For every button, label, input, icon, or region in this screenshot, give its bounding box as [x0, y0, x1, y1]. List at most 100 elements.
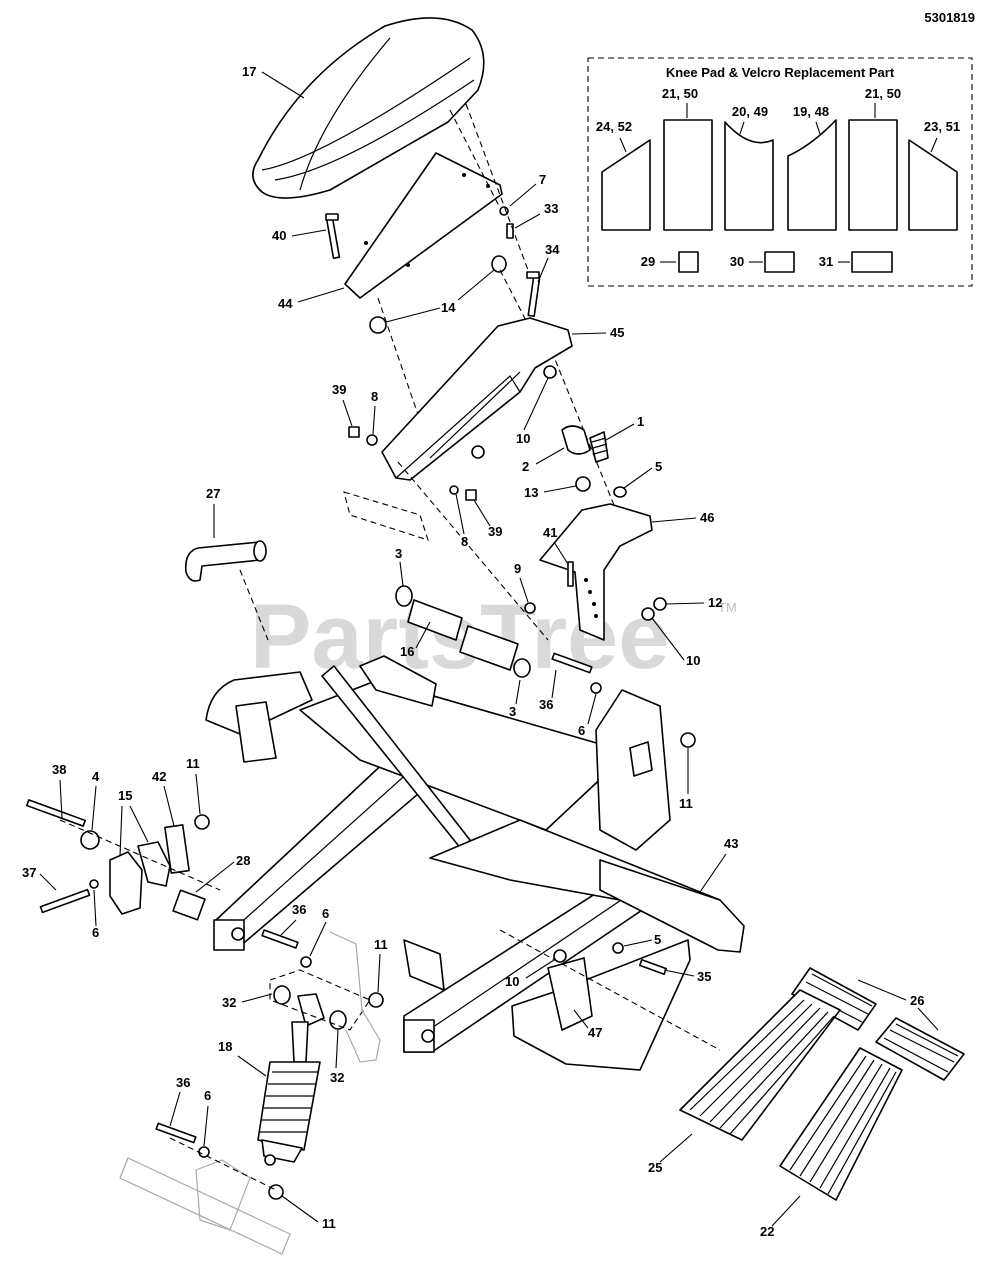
callout-3-upper: 3: [395, 546, 402, 561]
callout-36-lower: 36: [176, 1075, 190, 1090]
washer-6-mid: [300, 956, 312, 968]
nut-9: [524, 602, 536, 614]
upper-bracket: [381, 317, 573, 481]
bolt-41: [567, 561, 574, 587]
shock-absorber: [257, 1021, 321, 1166]
callout-11-right: 11: [679, 796, 693, 811]
callout-42: 42: [152, 769, 166, 784]
screw-39-upper: [348, 426, 360, 438]
callout-12: 12: [708, 595, 722, 610]
bolt-38: [25, 799, 87, 827]
callout-13: 13: [524, 485, 538, 500]
callout-45: 45: [610, 325, 624, 340]
callout-36-mid: 36: [292, 902, 306, 917]
callout-40: 40: [272, 228, 286, 243]
washer-6-left: [89, 879, 99, 889]
seat-mounting-plate: [344, 152, 503, 299]
callout-11-lower: 11: [322, 1216, 336, 1231]
callout-39-lower: 39: [488, 524, 502, 539]
pad-label-20-49: 20, 49: [732, 104, 768, 119]
bushing-13: [575, 476, 591, 492]
tube-16: [407, 599, 519, 671]
part-29-shape: [678, 251, 699, 273]
callout-25: 25: [648, 1160, 662, 1175]
callout-17: 17: [242, 64, 256, 79]
pad-shape-21-50-a: [663, 119, 713, 231]
pad-shape-24-52: [601, 139, 651, 231]
callout-37: 37: [22, 865, 36, 880]
pad-label-24-52: 24, 52: [596, 119, 632, 134]
handle-grip: [184, 540, 267, 582]
part-label-30: 30: [730, 254, 744, 269]
callout-15: 15: [118, 788, 132, 803]
bolt-35: [638, 958, 668, 976]
callout-27: 27: [206, 486, 220, 501]
screw-39-lower: [465, 489, 477, 501]
axle-ghost: [119, 1157, 291, 1255]
pad-label-19-48: 19, 48: [793, 104, 829, 119]
nut-11-mid: [368, 992, 384, 1008]
callout-6-upper: 6: [578, 723, 585, 738]
washer-7: [499, 206, 509, 216]
nut-12: [653, 597, 667, 611]
callout-44: 44: [278, 296, 293, 311]
nut-11-right: [680, 732, 696, 748]
nut-10-right: [641, 607, 655, 621]
part-30-shape: [764, 251, 795, 273]
callout-32-left: 32: [222, 995, 236, 1010]
washer-6-lower: [198, 1146, 210, 1158]
callout-10-lower: 10: [505, 974, 519, 989]
washer-5-upper: [613, 486, 627, 498]
watermark-tm: TM: [718, 600, 737, 615]
callout-6-lower: 6: [204, 1088, 211, 1103]
pad-shape-19-48: [787, 119, 837, 231]
washer-8-lower: [449, 485, 459, 495]
callout-16: 16: [400, 644, 414, 659]
callout-28: 28: [236, 853, 250, 868]
callout-47: 47: [588, 1025, 602, 1040]
bolt-36-upper: [551, 652, 593, 674]
callout-14-upper: 14: [441, 300, 456, 315]
washer-4: [80, 830, 100, 850]
inset-title: Knee Pad & Velcro Replacement Part: [666, 65, 895, 80]
callout-5-upper: 5: [655, 459, 662, 474]
callout-9: 9: [514, 561, 521, 576]
callout-10-right: 10: [686, 653, 700, 668]
bushing-3-lower: [513, 658, 531, 678]
spacer-14-upper: [491, 255, 507, 273]
pad-label-23-51: 23, 51: [924, 119, 960, 134]
bolt-36-mid: [261, 929, 299, 949]
washer-6-upper: [590, 682, 602, 694]
knee-pad-inset: Knee Pad & Velcro Replacement Part 24, 5…: [587, 57, 973, 287]
lower-bracket: [539, 503, 653, 641]
nut-10-lower: [553, 949, 567, 963]
pad-label-21-50-a: 21, 50: [662, 86, 698, 101]
bushing-32-right: [329, 1010, 347, 1030]
bolt-40: [325, 213, 341, 260]
callout-34: 34: [545, 242, 560, 257]
pad-shape-21-50-b: [848, 119, 898, 231]
callout-41: 41: [543, 525, 557, 540]
nut-10-upper: [543, 365, 557, 379]
bushing-3-upper: [395, 585, 413, 607]
callout-22: 22: [760, 1224, 774, 1239]
callout-10-mid: 10: [516, 431, 530, 446]
clamp-15: [109, 841, 171, 915]
footrest-plate: [511, 939, 691, 1071]
pad-shape-20-49: [724, 121, 774, 231]
nut-11-left: [194, 814, 210, 830]
washer-5-lower: [612, 942, 624, 954]
callout-2: 2: [522, 459, 529, 474]
callout-4: 4: [92, 769, 100, 784]
nut-10-mid: [471, 445, 485, 459]
bolt-36-lower: [155, 1122, 197, 1144]
callout-18: 18: [218, 1039, 232, 1054]
seat: [252, 17, 485, 199]
callout-11-mid: 11: [374, 937, 388, 952]
drawing-number: 5301819: [924, 10, 975, 25]
callout-3-lower: 3: [509, 704, 516, 719]
bolt-37: [39, 888, 91, 914]
callout-32-right: 32: [330, 1070, 344, 1085]
callout-35: 35: [697, 969, 711, 984]
